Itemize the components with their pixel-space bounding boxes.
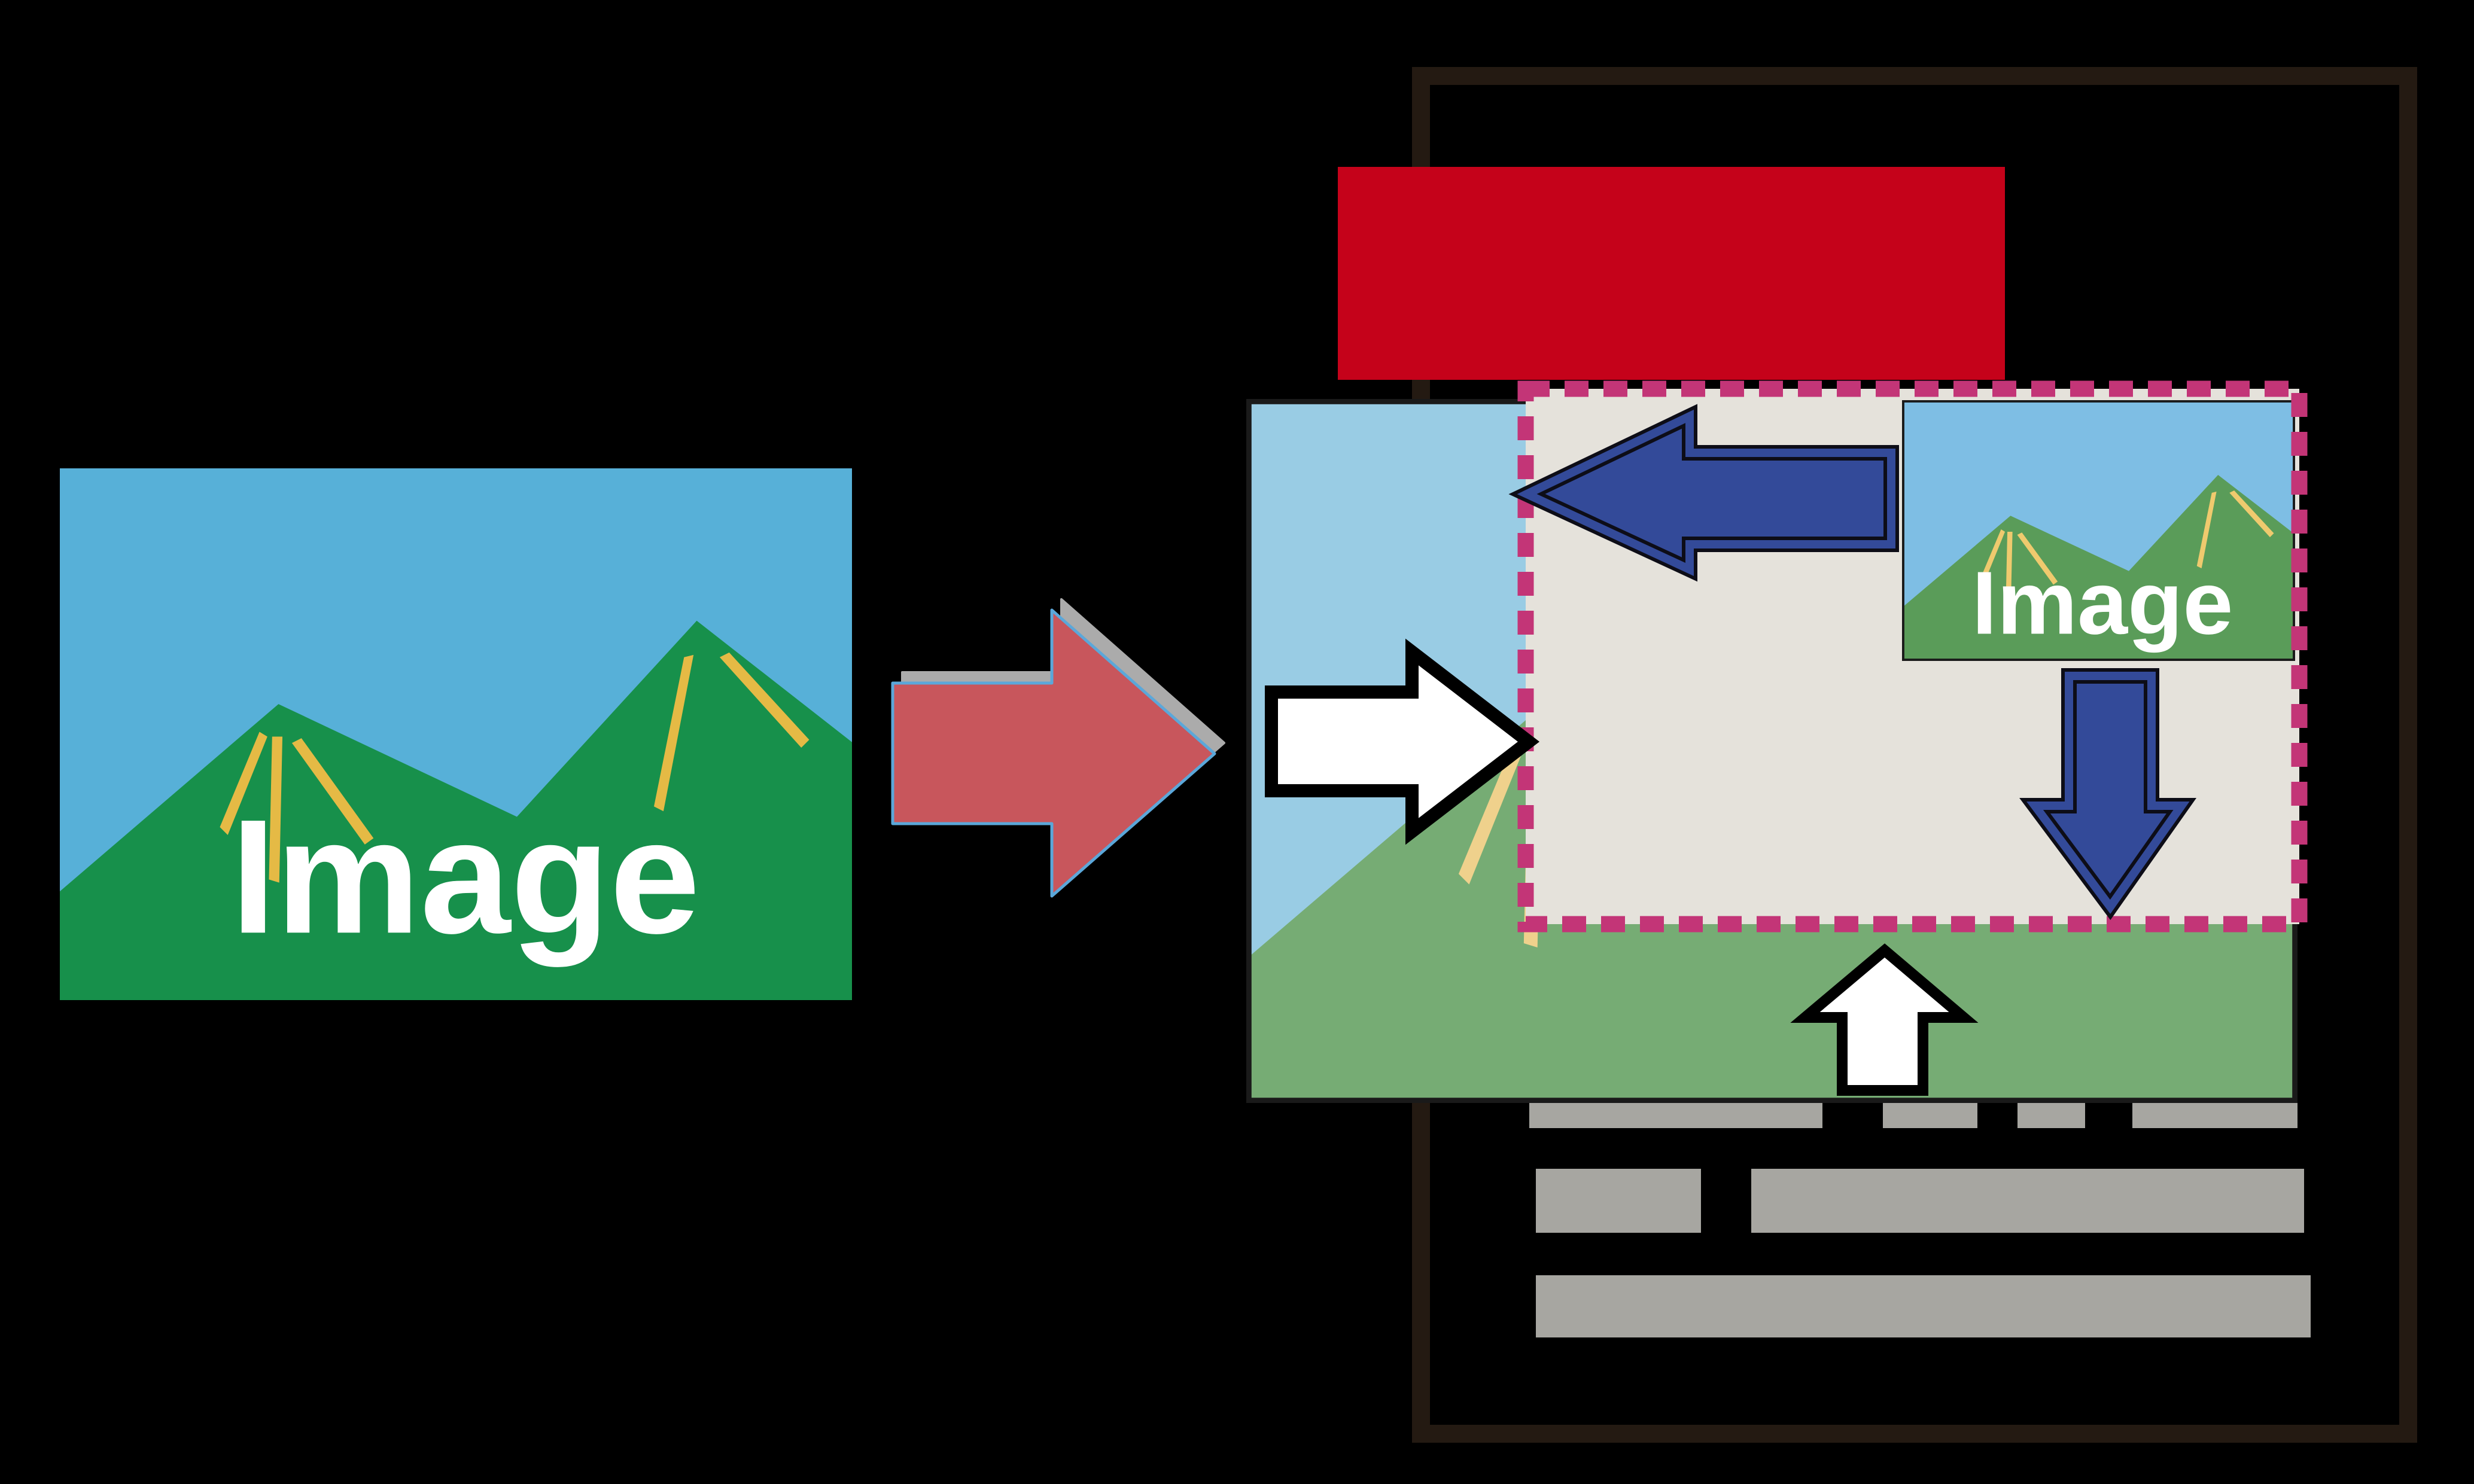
source-image-sun-streak: [719, 652, 810, 748]
source-image-sun-streak: [269, 736, 283, 883]
shift-left-arrow-icon: [1508, 404, 1899, 582]
shift-right-arrow-body: [1265, 638, 1540, 845]
text-line-bar: [1883, 1103, 1977, 1128]
source-image-sun-streak: [291, 738, 374, 845]
source-image-mountains: [60, 620, 852, 1000]
inserted-image-label: Image: [1972, 553, 2233, 653]
inserted-image-sun-streak: [2017, 532, 2058, 585]
inserted-image-sun-streak: [2229, 490, 2274, 538]
source-image-sun-streak: [654, 654, 694, 812]
inserted-image: Image: [1902, 400, 2295, 661]
text-line-bar: [1536, 1169, 1701, 1233]
transform-arrow-body: [891, 608, 1216, 898]
transform-arrow-icon: [891, 598, 1225, 898]
text-line-bar: [1529, 1103, 1822, 1128]
text-line-bar: [1751, 1169, 2304, 1233]
text-line-bar: [2017, 1103, 2085, 1128]
shift-down-arrow-icon: [2019, 668, 2197, 921]
shift-up-arrow-icon: [1790, 943, 1979, 1096]
inserted-image-mountains: [1902, 474, 2295, 661]
insertion-region: [1517, 380, 2308, 933]
shift-right-arrow-icon: [1265, 638, 1540, 845]
shift-left-arrow-inner-line: [1517, 409, 1895, 576]
source-image: Image: [60, 468, 852, 1000]
text-line-bar: [1536, 1275, 2311, 1337]
shift-down-arrow-body: [2019, 668, 2197, 921]
inserted-image-sun-streak: [2196, 491, 2217, 569]
text-line-bar: [2132, 1103, 2297, 1128]
source-image-label: Image: [231, 785, 700, 968]
document-background-image-sun-streak: [1458, 748, 1522, 885]
source-image-sun-streak: [220, 732, 267, 836]
insertion-region-dashed-border: [1517, 380, 2308, 933]
shift-up-arrow-body: [1790, 943, 1979, 1096]
inserted-image-sun-streak: [2006, 531, 2013, 604]
document-title-block: [1338, 167, 2005, 380]
inserted-image-sun-streak: [1981, 529, 2006, 580]
shift-down-arrow-inner-line: [2026, 672, 2190, 914]
